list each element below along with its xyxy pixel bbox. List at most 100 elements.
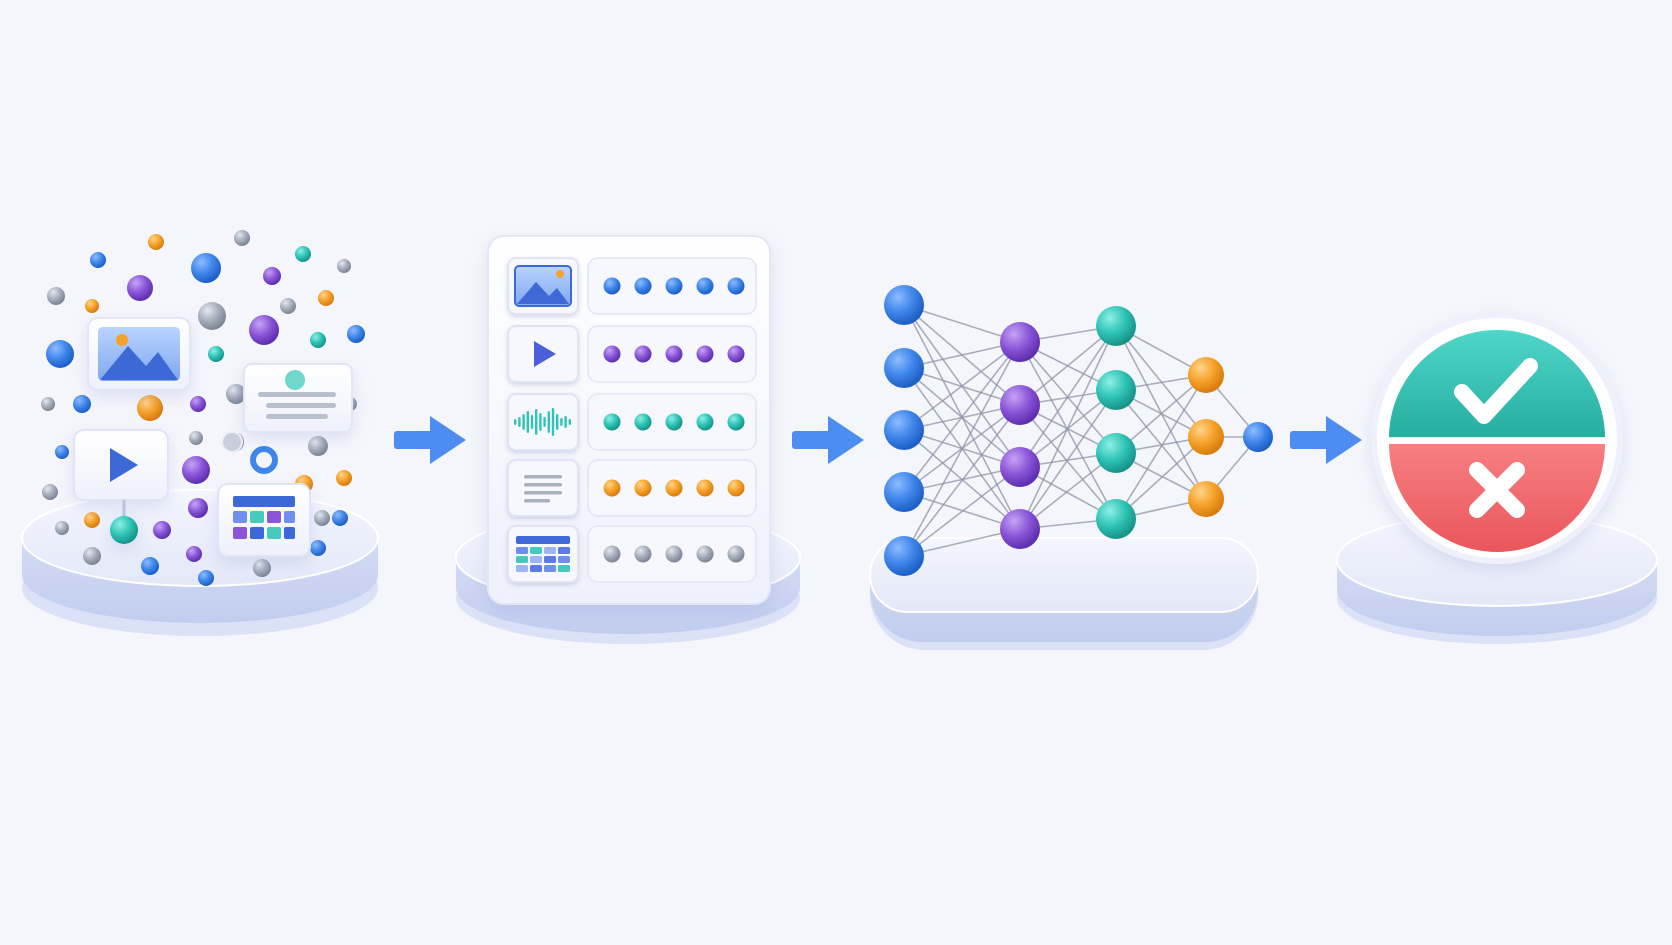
data-dot xyxy=(83,547,101,565)
feature-dot xyxy=(634,277,652,295)
data-dot xyxy=(249,315,279,345)
data-dot xyxy=(263,267,281,285)
audio-wave-icon xyxy=(514,408,571,436)
data-dot xyxy=(332,510,348,526)
data-dot xyxy=(314,510,330,526)
data-dot xyxy=(42,484,58,500)
network-node xyxy=(1096,370,1136,410)
network-node xyxy=(1188,357,1224,393)
data-dot xyxy=(127,275,153,301)
data-dot xyxy=(55,521,69,535)
feature-dot xyxy=(696,545,714,563)
feature-dot xyxy=(634,479,652,497)
network-node xyxy=(1000,447,1040,487)
network-node xyxy=(884,348,924,388)
network-node xyxy=(1096,499,1136,539)
ring-dot xyxy=(250,446,278,474)
data-dot xyxy=(310,332,326,348)
data-dot xyxy=(153,521,171,539)
data-dot xyxy=(188,498,208,518)
data-dot xyxy=(41,397,55,411)
data-dot xyxy=(141,557,159,575)
network-edge xyxy=(903,304,1021,343)
network-edge xyxy=(1019,325,1117,530)
network-edge xyxy=(1019,325,1117,468)
feature-row xyxy=(507,325,757,383)
arrow-icon xyxy=(394,416,466,464)
network-node xyxy=(1096,306,1136,346)
data-dot xyxy=(137,395,163,421)
feature-dot xyxy=(696,345,714,363)
network-edge xyxy=(1019,452,1117,530)
data-dot xyxy=(55,445,69,459)
network-edge xyxy=(1019,389,1117,530)
feature-dot xyxy=(665,479,683,497)
feature-dot xyxy=(696,277,714,295)
feature-dot xyxy=(603,479,621,497)
arrow-icon xyxy=(1290,416,1362,464)
grid-table-icon xyxy=(233,496,295,539)
data-dot xyxy=(189,431,203,445)
data-dot xyxy=(347,325,365,343)
video-play-icon xyxy=(110,448,138,482)
feature-dot xyxy=(603,345,621,363)
network-edge xyxy=(1019,325,1117,406)
feature-row xyxy=(507,459,757,517)
network-node xyxy=(884,285,924,325)
data-dot xyxy=(73,395,91,413)
feature-dot xyxy=(603,413,621,431)
video-play-icon xyxy=(534,341,556,367)
data-dot xyxy=(337,259,351,273)
feature-dot xyxy=(727,479,745,497)
data-dot xyxy=(191,253,221,283)
network-edge xyxy=(1115,436,1207,520)
feature-dot xyxy=(665,277,683,295)
arrows xyxy=(394,416,1362,464)
data-dot xyxy=(47,287,65,305)
data-dot xyxy=(226,384,246,404)
data-dot xyxy=(280,298,296,314)
data-dot xyxy=(182,456,210,484)
network-node xyxy=(1000,509,1040,549)
network-edge xyxy=(1019,341,1117,520)
feature-dot xyxy=(634,413,652,431)
arrow-icon xyxy=(792,416,864,464)
feature-dot xyxy=(603,545,621,563)
image-card xyxy=(87,317,191,391)
globe-icon xyxy=(221,431,243,453)
data-dot xyxy=(198,302,226,330)
data-dot xyxy=(234,230,250,246)
data-dot xyxy=(84,512,100,528)
data-dot xyxy=(253,559,271,577)
network-node xyxy=(1188,481,1224,517)
pedestal-3 xyxy=(869,537,1259,650)
network-edges xyxy=(903,304,1259,557)
data-dot xyxy=(308,436,328,456)
data-dot xyxy=(85,299,99,313)
network-node xyxy=(1243,422,1273,452)
data-dot xyxy=(198,570,214,586)
check-icon xyxy=(1454,358,1538,424)
network-edge xyxy=(1115,325,1207,500)
feature-dot xyxy=(634,345,652,363)
feature-rows xyxy=(507,257,757,583)
network-node xyxy=(1000,322,1040,362)
feature-dot xyxy=(665,545,683,563)
network-node xyxy=(884,472,924,512)
feature-dot xyxy=(727,545,745,563)
text-lines-icon xyxy=(524,475,562,503)
data-dot xyxy=(90,252,106,268)
network-edge xyxy=(903,341,1021,493)
network-node xyxy=(884,410,924,450)
feature-dot xyxy=(665,413,683,431)
network-node xyxy=(1096,433,1136,473)
feature-dot xyxy=(727,413,745,431)
network-edge xyxy=(903,341,1021,557)
feature-row xyxy=(507,393,757,451)
result-badge xyxy=(1371,312,1623,564)
feature-dot xyxy=(727,277,745,295)
feature-row xyxy=(507,525,757,583)
text-card xyxy=(243,363,353,433)
